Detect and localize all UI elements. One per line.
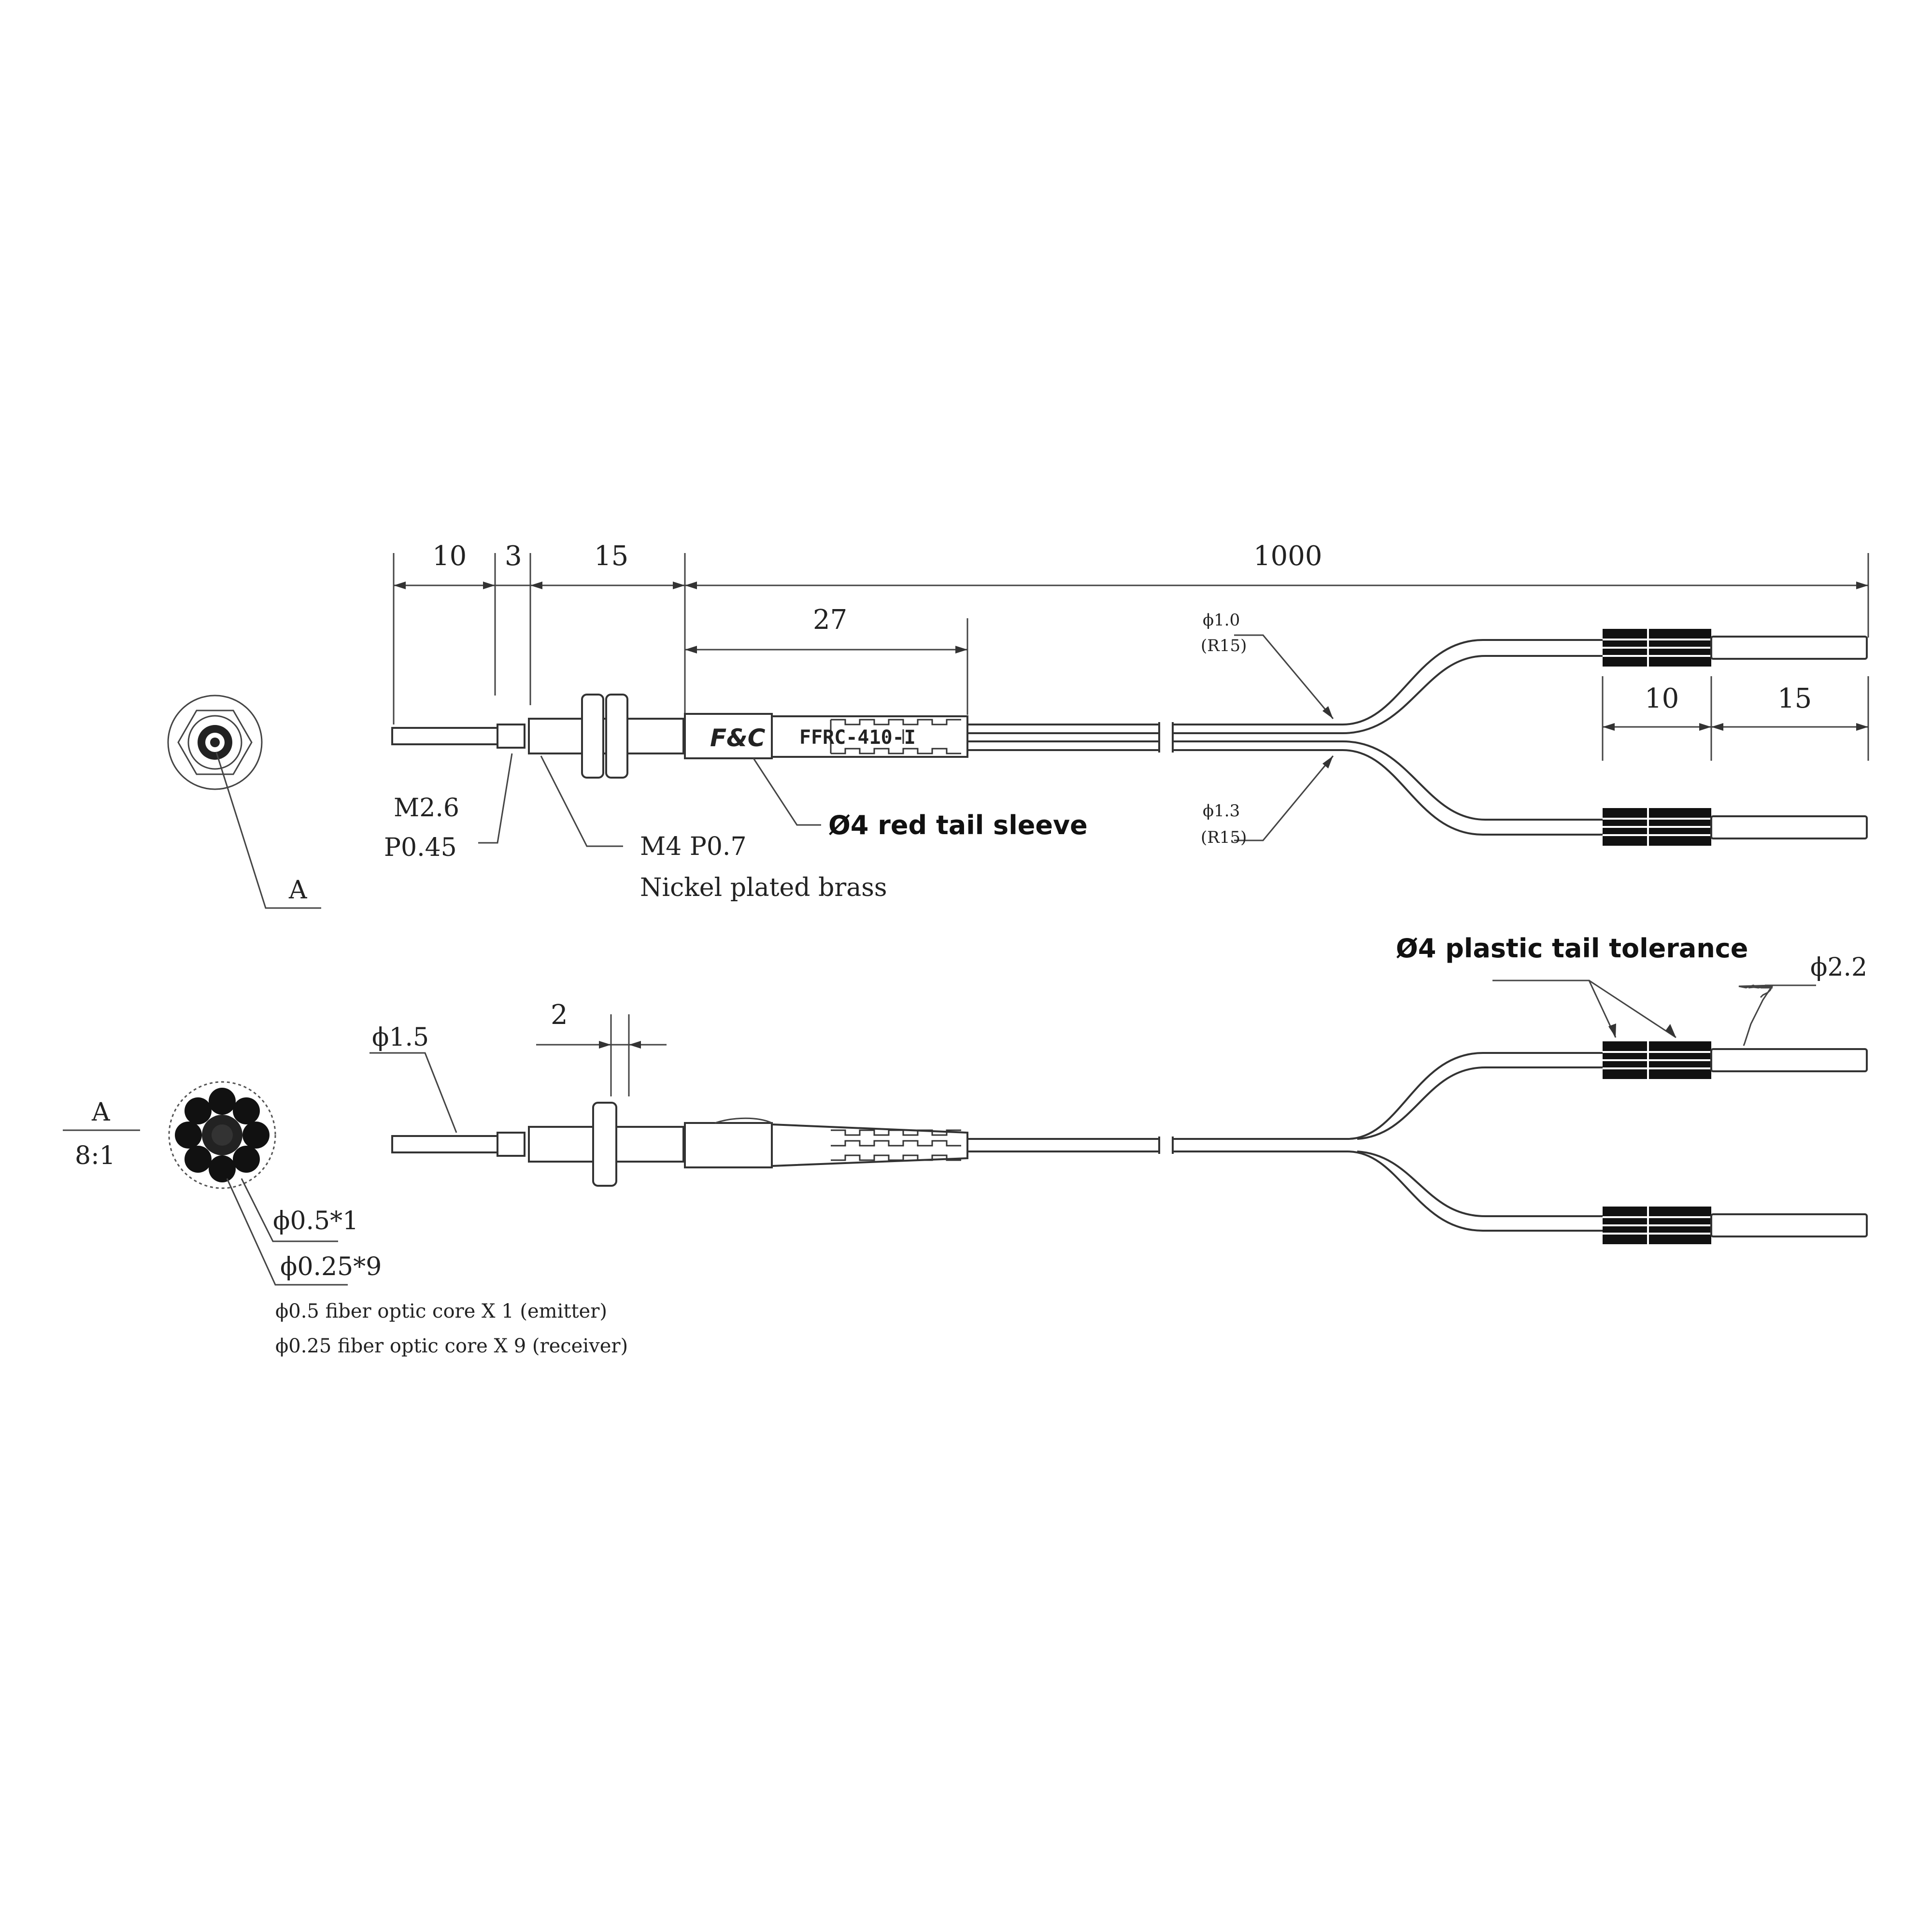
tail-lower [1603, 808, 1868, 846]
detail-a: A 8:1 ϕ0.5*1 ϕ0.25*9 ϕ0.5 fiber optic co… [63, 1081, 628, 1357]
dim-3: 3 [505, 540, 522, 572]
fiber-upper-radius: (R15) [1201, 636, 1247, 655]
brand-logo: F&C [710, 724, 766, 752]
bottom-view: 2 [369, 933, 1868, 1244]
dim-tail-10: 10 [1645, 683, 1679, 714]
fiber-lower-dia: ϕ1.3 [1203, 801, 1240, 821]
tail-sleeve [684, 713, 773, 759]
detail-scale: 8:1 [75, 1141, 115, 1170]
dim-10: 10 [432, 540, 467, 572]
dim-27: 27 [813, 604, 847, 636]
thread-body-material: Nickel plated brass [640, 873, 887, 902]
sleeve-grip [830, 719, 961, 754]
fiber-bundle [168, 1081, 276, 1189]
bottom-tail-lower [1603, 1207, 1868, 1244]
core-emitter-dia: ϕ0.5*1 [273, 1207, 358, 1236]
fiber-lower-radius: (R15) [1201, 828, 1247, 847]
end-view-label: A [288, 876, 308, 905]
dim-1000: 1000 [1253, 540, 1322, 572]
hex-nut-b [605, 694, 628, 779]
model-number: FFRC-410-I [799, 726, 916, 749]
bottom-tail-upper [1603, 1041, 1868, 1079]
thread-m2-6 [497, 724, 526, 749]
probe-tip [391, 727, 499, 745]
fiber-upper-dia: ϕ1.0 [1203, 611, 1240, 630]
dim-tail-15: 15 [1777, 683, 1812, 714]
core-receiver-dia: ϕ0.25*9 [280, 1252, 382, 1281]
thread-tip-pitch: P0.45 [384, 833, 457, 862]
bottom-sleeve-grip [831, 1129, 961, 1161]
tip-diameter: ϕ1.5 [372, 1023, 429, 1052]
thread-tip-size: M2.6 [394, 794, 459, 823]
core-note-receiver: ϕ0.25 fiber optic core X 9 (receiver) [275, 1335, 628, 1357]
dim-hex-width: 2 [551, 999, 568, 1031]
detail-label: A [91, 1098, 111, 1127]
tail-diameter: ϕ2.2 [1810, 953, 1867, 982]
sleeve-label: Ø4 red tail sleeve [828, 810, 1088, 840]
core-note-emitter: ϕ0.5 fiber optic core X 1 (emitter) [275, 1300, 607, 1322]
dim-15: 15 [594, 540, 628, 572]
tolerance-label: Ø4 plastic tail tolerance [1396, 933, 1748, 964]
top-view: 10 3 15 1000 27 F&C FFRC-410-I [384, 540, 1869, 902]
tail-upper [1603, 629, 1868, 667]
end-view: A [167, 695, 321, 909]
thread-body-spec: M4 P0.7 [640, 832, 747, 861]
hex-nut-a [581, 694, 604, 779]
